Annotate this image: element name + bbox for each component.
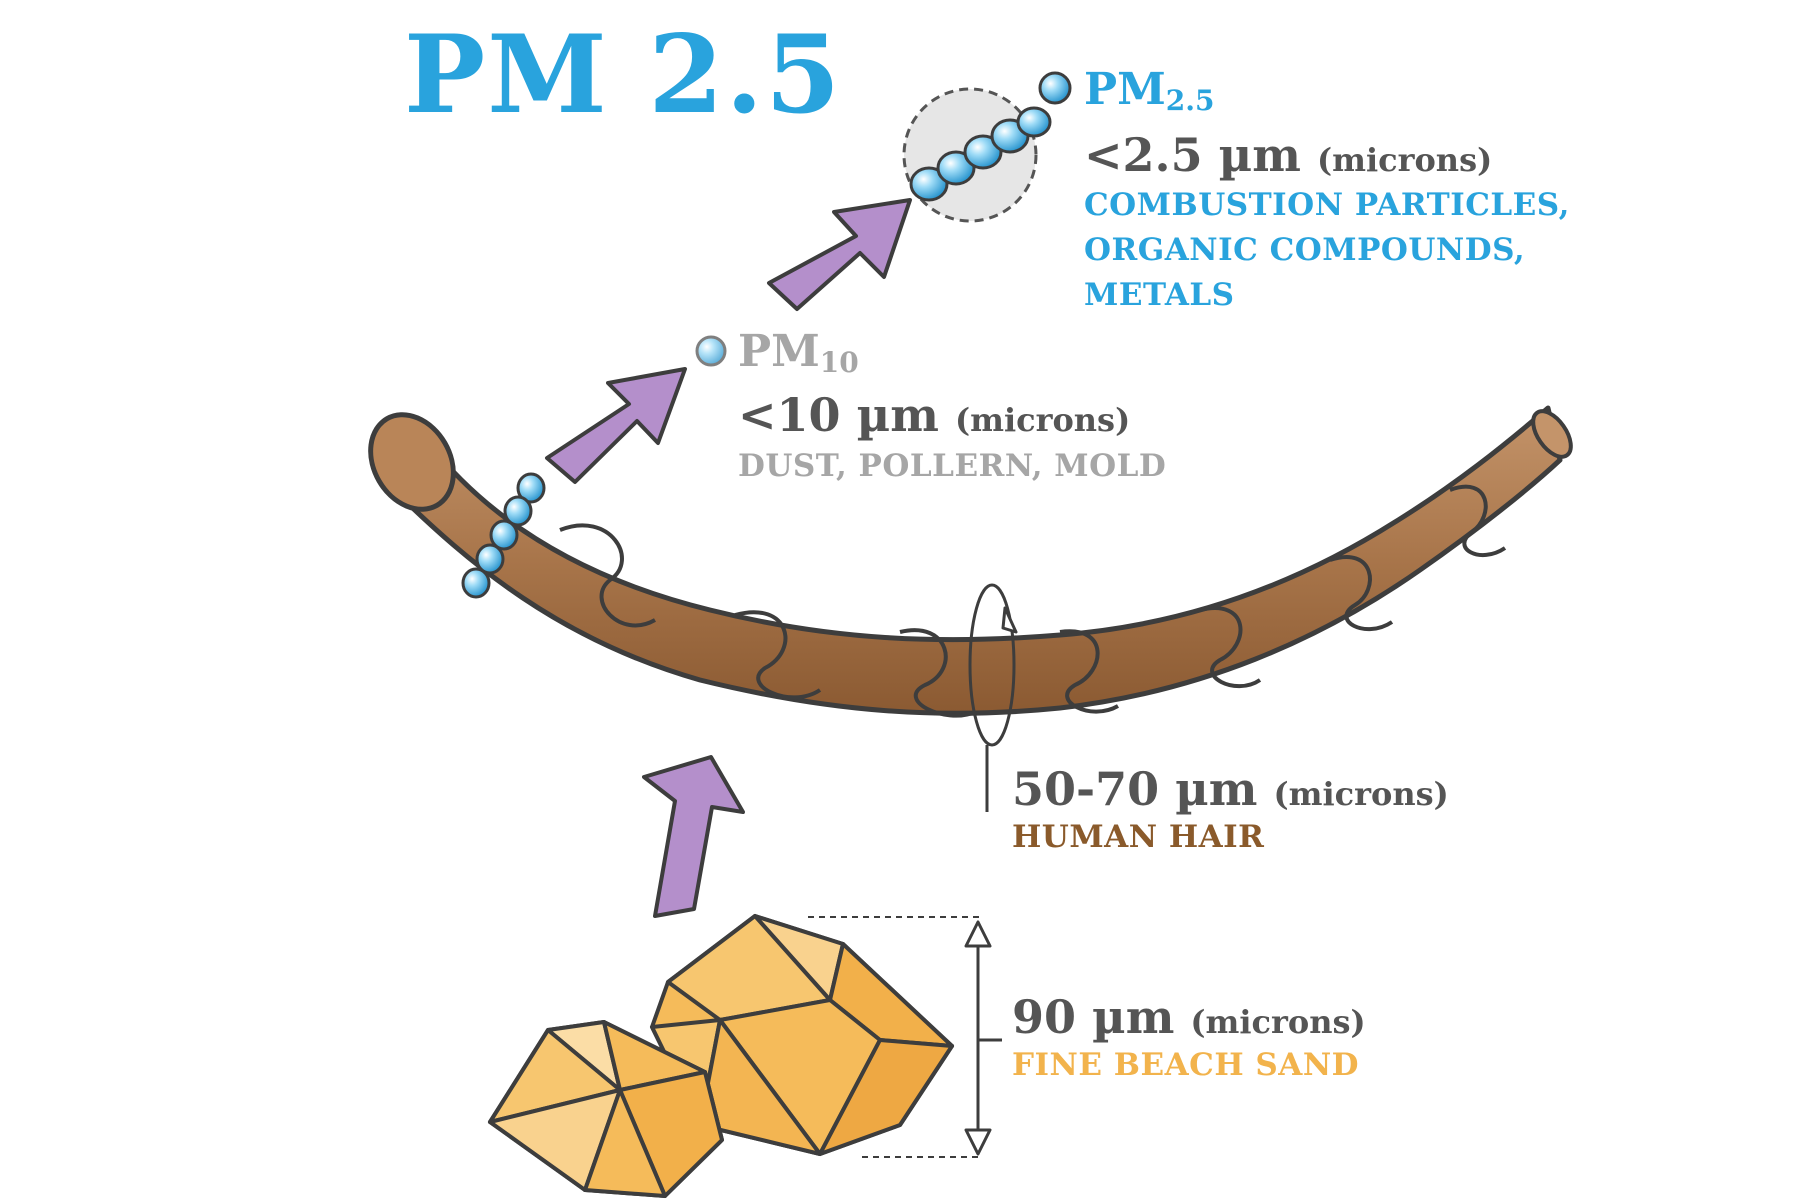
pm25-zoom-circle [902,87,1052,223]
hair-description: HUMAN HAIR [1012,819,1265,855]
arrow-sand-to-hair [642,755,745,918]
pm25-particle-icon [1038,71,1072,105]
page-title: PM 2.5 [404,12,843,138]
human-hair-strand [368,405,1573,812]
sand-size: 90 µm (microns) [1012,990,1366,1044]
pm10-description: DUST, POLLERN, MOLD [738,448,1167,484]
pm25-label: PM2.5 [1084,64,1215,117]
pm25-size: <2.5 µm (microns) [1084,128,1493,182]
arrow-hair-to-pm10 [545,367,687,484]
arrow-pm10-to-pm25 [767,198,912,311]
pm10-size: <10 µm (microns) [738,388,1131,442]
pm10-particle-icon [695,335,727,367]
sand-grains [488,914,1002,1198]
pm10-label: PM10 [738,326,859,379]
sand-description: FINE BEACH SAND [1012,1047,1360,1083]
pm25-description: COMBUSTION PARTICLES, ORGANIC COMPOUNDS,… [1084,187,1570,313]
hair-size: 50-70 µm (microns) [1012,762,1449,816]
